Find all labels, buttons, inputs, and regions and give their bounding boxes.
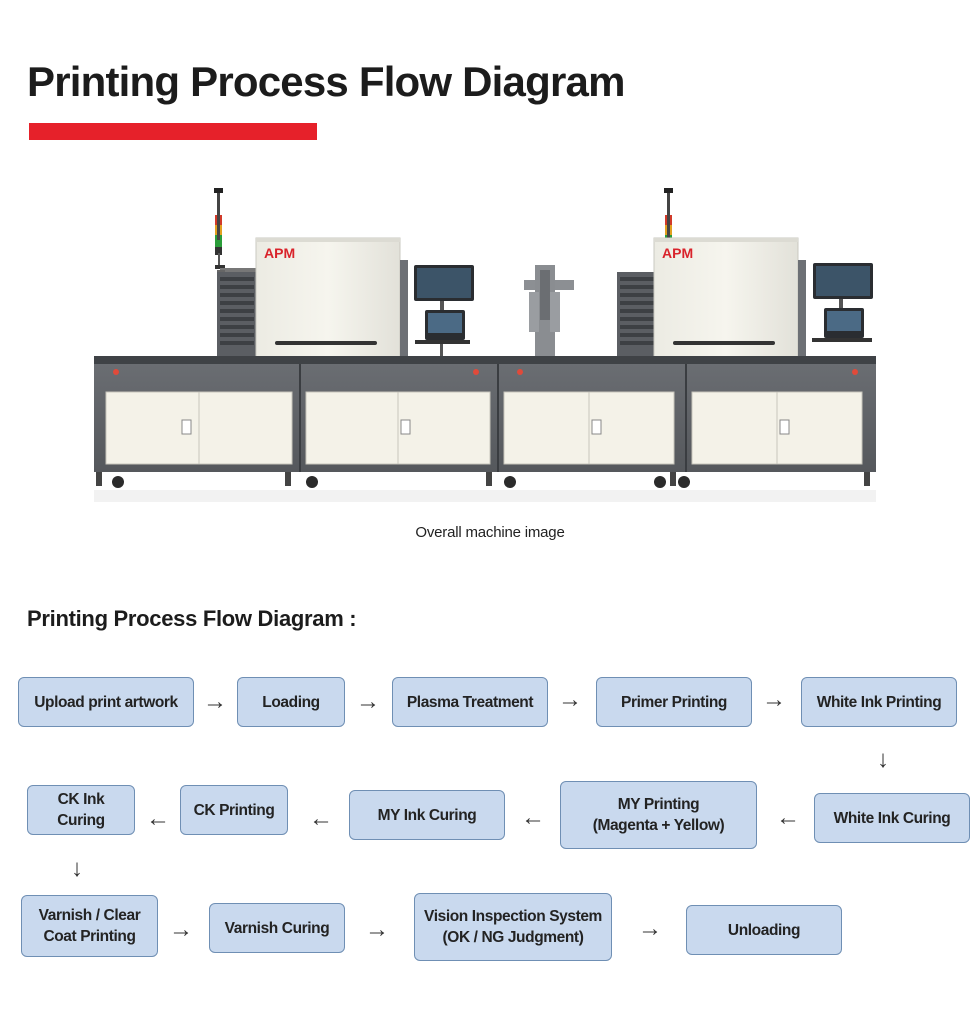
page-title: Printing Process Flow Diagram [27, 58, 625, 105]
curing-tower [524, 265, 574, 360]
arrow-left-icon: ← [521, 804, 545, 831]
step-primer-printing: Primer Printing [596, 677, 752, 727]
arrow-down-icon: ↓ [877, 746, 889, 773]
arrow-down-icon: ↓ [71, 855, 83, 882]
arrow-left-icon: ← [776, 804, 800, 831]
step-white-ink-curing: White Ink Curing [814, 793, 970, 843]
step-ck-ink-curing: CK Ink Curing [27, 785, 135, 835]
step-my-ink-curing: MY Ink Curing [349, 790, 505, 840]
step-ck-printing: CK Printing [180, 785, 288, 835]
step-unloading: Unloading [686, 905, 842, 955]
arrow-left-icon: ← [146, 805, 170, 832]
arrow-right-icon: → [356, 688, 380, 715]
arrow-right-icon: → [169, 916, 193, 943]
machine-caption: Overall machine image [415, 524, 565, 541]
title-accent-bar [29, 123, 317, 140]
step-loading: Loading [237, 677, 345, 727]
arrow-right-icon: → [558, 686, 582, 713]
arrow-left-icon: ← [309, 805, 333, 832]
left-printer-unit: APM [214, 188, 474, 360]
step-upload-artwork: Upload print artwork [18, 677, 194, 727]
step-varnish-curing: Varnish Curing [209, 903, 345, 953]
arrow-right-icon: → [762, 686, 786, 713]
machine-logo-left: APM [264, 245, 295, 261]
arrow-right-icon: → [365, 916, 389, 943]
step-white-ink-printing: White Ink Printing [801, 677, 957, 727]
machine-logo-right: APM [662, 245, 693, 261]
right-printer-unit: APM [617, 188, 873, 359]
arrow-right-icon: → [638, 915, 662, 942]
arrow-right-icon: → [203, 688, 227, 715]
machine-illustration: APM APM [94, 188, 876, 502]
flow-section-title: Printing Process Flow Diagram : [27, 606, 357, 631]
step-vision-inspection: Vision Inspection System (OK / NG Judgme… [414, 893, 612, 961]
step-varnish-printing: Varnish / Clear Coat Printing [21, 895, 158, 957]
step-plasma-treatment: Plasma Treatment [392, 677, 548, 727]
step-my-printing: MY Printing (Magenta + Yellow) [560, 781, 757, 849]
